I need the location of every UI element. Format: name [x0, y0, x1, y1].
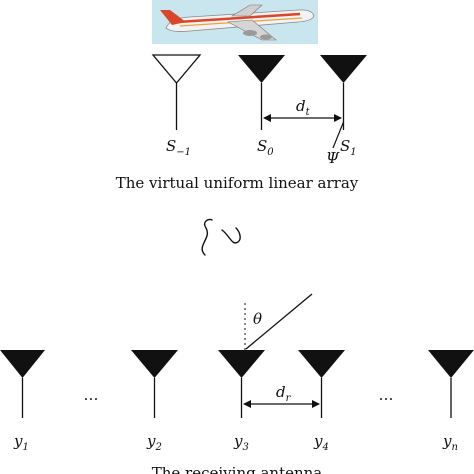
spacing-label-dr: dr — [276, 383, 292, 404]
label-y4: y4 — [313, 432, 329, 453]
angle-line-psi — [332, 121, 345, 149]
rx-antenna-y2 — [131, 350, 178, 418]
virtual-antenna-s-minus1 — [151, 54, 202, 130]
ellipsis-left: … — [84, 386, 99, 404]
label-yn: yn — [442, 432, 458, 453]
rx-antenna-yn — [428, 350, 474, 418]
airplane-image — [152, 0, 318, 44]
label-y2: y2 — [146, 432, 162, 453]
label-y1: y1 — [13, 432, 29, 453]
rx-antenna-y3 — [218, 350, 265, 418]
caption-virtual-array: The virtual uniform linear array — [116, 174, 359, 192]
rx-antenna-y4 — [298, 350, 345, 418]
angle-label-theta: θ — [253, 310, 262, 328]
ellipsis-right: … — [379, 386, 394, 404]
angle-label-psi: Ψ — [326, 149, 340, 167]
caption-receiving-antenna: The receiving antenna — [152, 464, 323, 474]
rx-antenna-y1 — [0, 350, 45, 418]
label-y3: y3 — [233, 432, 249, 453]
arrival-direction-line — [245, 293, 313, 350]
label-s-minus1: S−1 — [166, 137, 191, 158]
label-s0: S0 — [257, 137, 274, 158]
antenna-s1 — [320, 55, 367, 130]
spacing-label-dt: dt — [296, 97, 311, 118]
label-s1: S1 — [340, 137, 357, 158]
antenna-s0 — [238, 55, 285, 130]
channel-squiggle — [201, 218, 241, 256]
